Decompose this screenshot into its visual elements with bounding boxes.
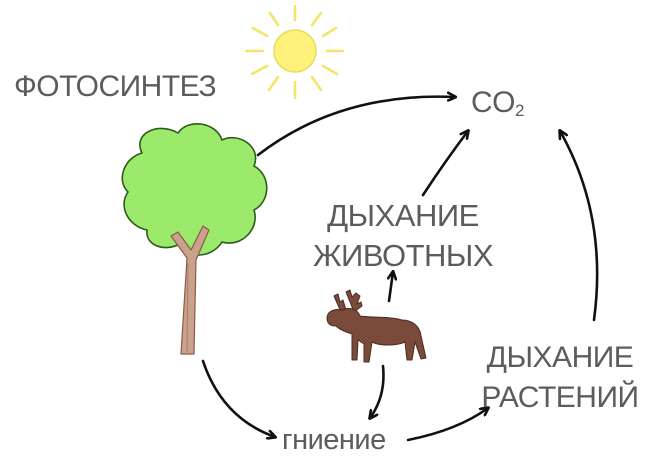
arrow-plant-respiration-to-co2 — [560, 131, 599, 322]
sun-icon — [244, 4, 345, 100]
co2-subscript: 2 — [515, 101, 524, 120]
moose-icon — [326, 289, 427, 363]
decay-label: гниение — [282, 424, 386, 456]
co2-main-text: CO — [471, 86, 516, 119]
plant-respiration-line1: ДЫХАНИЕ — [486, 341, 634, 374]
animal-respiration-label: ДЫХАНИЕ ЖИВОТНЫХ — [304, 196, 502, 276]
co2-label: CO2 — [471, 86, 524, 121]
arrow-photosynthesis-to-co2 — [256, 97, 455, 157]
arrow-decay-to-plant-respiration — [406, 408, 488, 442]
arrow-animal-respiration-to-co2 — [421, 131, 468, 197]
arrow-tree-to-decay — [201, 359, 275, 437]
photosynthesis-label: ФОТОСИНТЕЗ — [14, 70, 217, 103]
arrow-moose-to-decay — [370, 364, 385, 418]
arrow-moose-to-animal-respiration — [389, 272, 393, 303]
plant-respiration-line2: РАСТЕНИЙ — [481, 381, 639, 414]
tree-icon — [121, 123, 268, 355]
animal-respiration-line2: ЖИВОТНЫХ — [312, 238, 494, 273]
plant-respiration-label: ДЫХАНИЕ РАСТЕНИЙ — [476, 338, 644, 418]
animal-respiration-line1: ДЫХАНИЕ — [327, 198, 479, 233]
